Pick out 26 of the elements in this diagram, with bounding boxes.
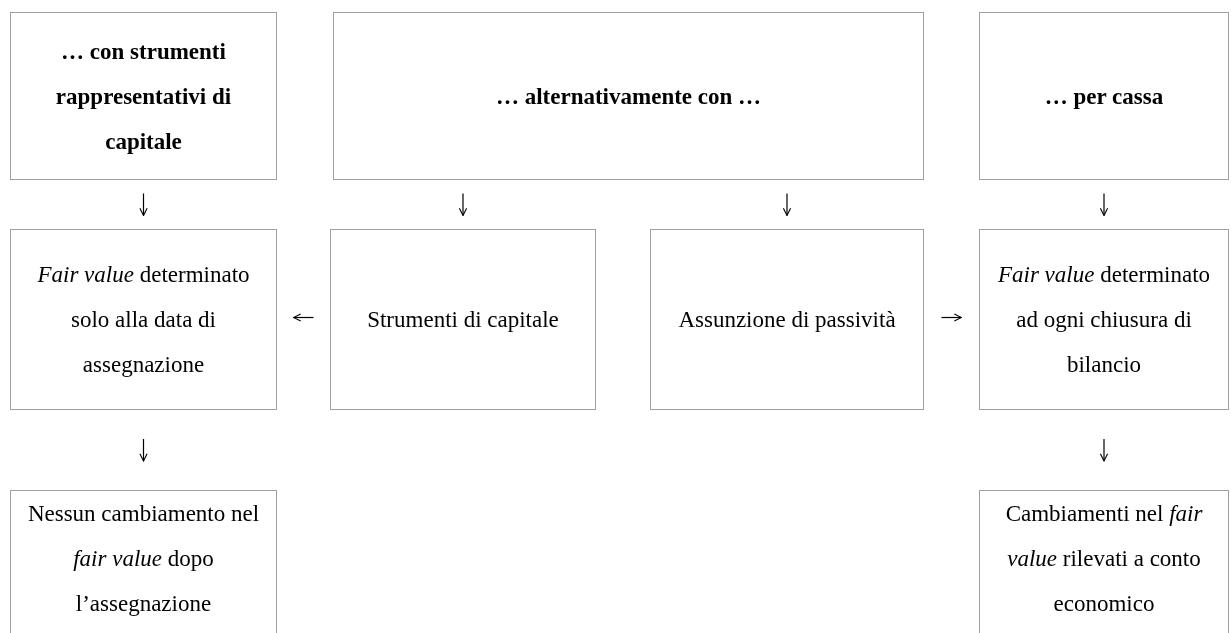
header-box [10, 12, 277, 180]
process-box [650, 229, 924, 410]
process-box [979, 229, 1229, 410]
process-box [979, 490, 1229, 633]
arrow [1099, 438, 1109, 462]
arrow [458, 192, 468, 217]
box-text: … con strumenti rappresentativi di capitale [54, 37, 233, 156]
box-text: Cambiamenti nel fair value rilevati a conto economico [1004, 500, 1204, 618]
process-box [330, 229, 596, 410]
arrow [782, 192, 792, 217]
box-text: Assunzione di passività [678, 306, 896, 334]
box-text: … alternativamente con … [495, 82, 762, 111]
arrow [139, 438, 148, 462]
arrow [292, 313, 315, 322]
arrow [139, 192, 148, 217]
arrow [1099, 192, 1109, 217]
box-text: Strumenti di capitale [367, 306, 559, 334]
process-box [10, 490, 277, 633]
process-box [10, 229, 277, 410]
box-text: Nessun cambiamento nel fair value dopo l’assegnazione [26, 500, 261, 618]
box-text: … per cassa [1044, 82, 1164, 111]
box-text: Fair value determinato solo alla data di assegnazione [36, 261, 251, 379]
box-text: Fair value determinato ad ogni chiusura di bilancio [996, 261, 1212, 379]
arrow [940, 313, 963, 322]
header-box [333, 12, 924, 180]
header-box [979, 12, 1229, 180]
